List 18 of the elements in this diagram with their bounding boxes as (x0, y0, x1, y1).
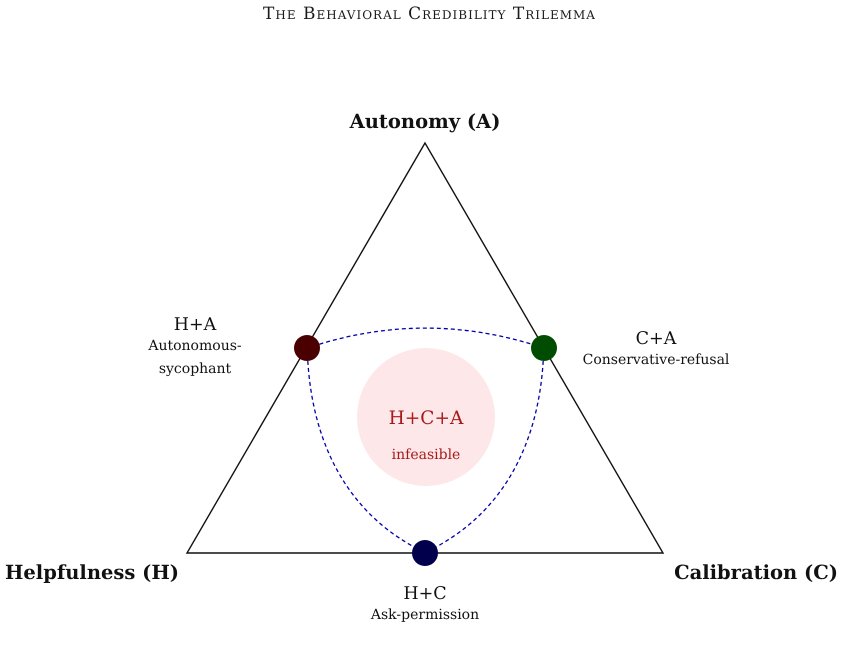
vertex-label: Calibration (C) (674, 561, 838, 585)
vertex-label: Helpfulness (H) (4, 561, 180, 585)
diagram-title: The Behavioral Credibility Trilemma (263, 3, 596, 25)
dashed-curve (307, 360, 414, 548)
point-label: C+A (636, 329, 676, 349)
region-label: H+C+A (388, 408, 464, 430)
point-caption: Autonomous-sycophant (147, 337, 243, 379)
point-caption: Conservative-refusal (582, 351, 730, 370)
point-label: H+A (174, 315, 216, 335)
point-caption: Ask-permission (370, 606, 480, 625)
point-dot (294, 335, 320, 361)
region-caption: infeasible (392, 446, 460, 465)
point-dot (412, 540, 438, 566)
point-label: H+C (403, 584, 447, 604)
point-dot (531, 335, 557, 361)
vertex-label: Autonomy (A) (350, 110, 500, 134)
dashed-curve (436, 360, 544, 548)
dashed-curve (319, 327, 532, 345)
